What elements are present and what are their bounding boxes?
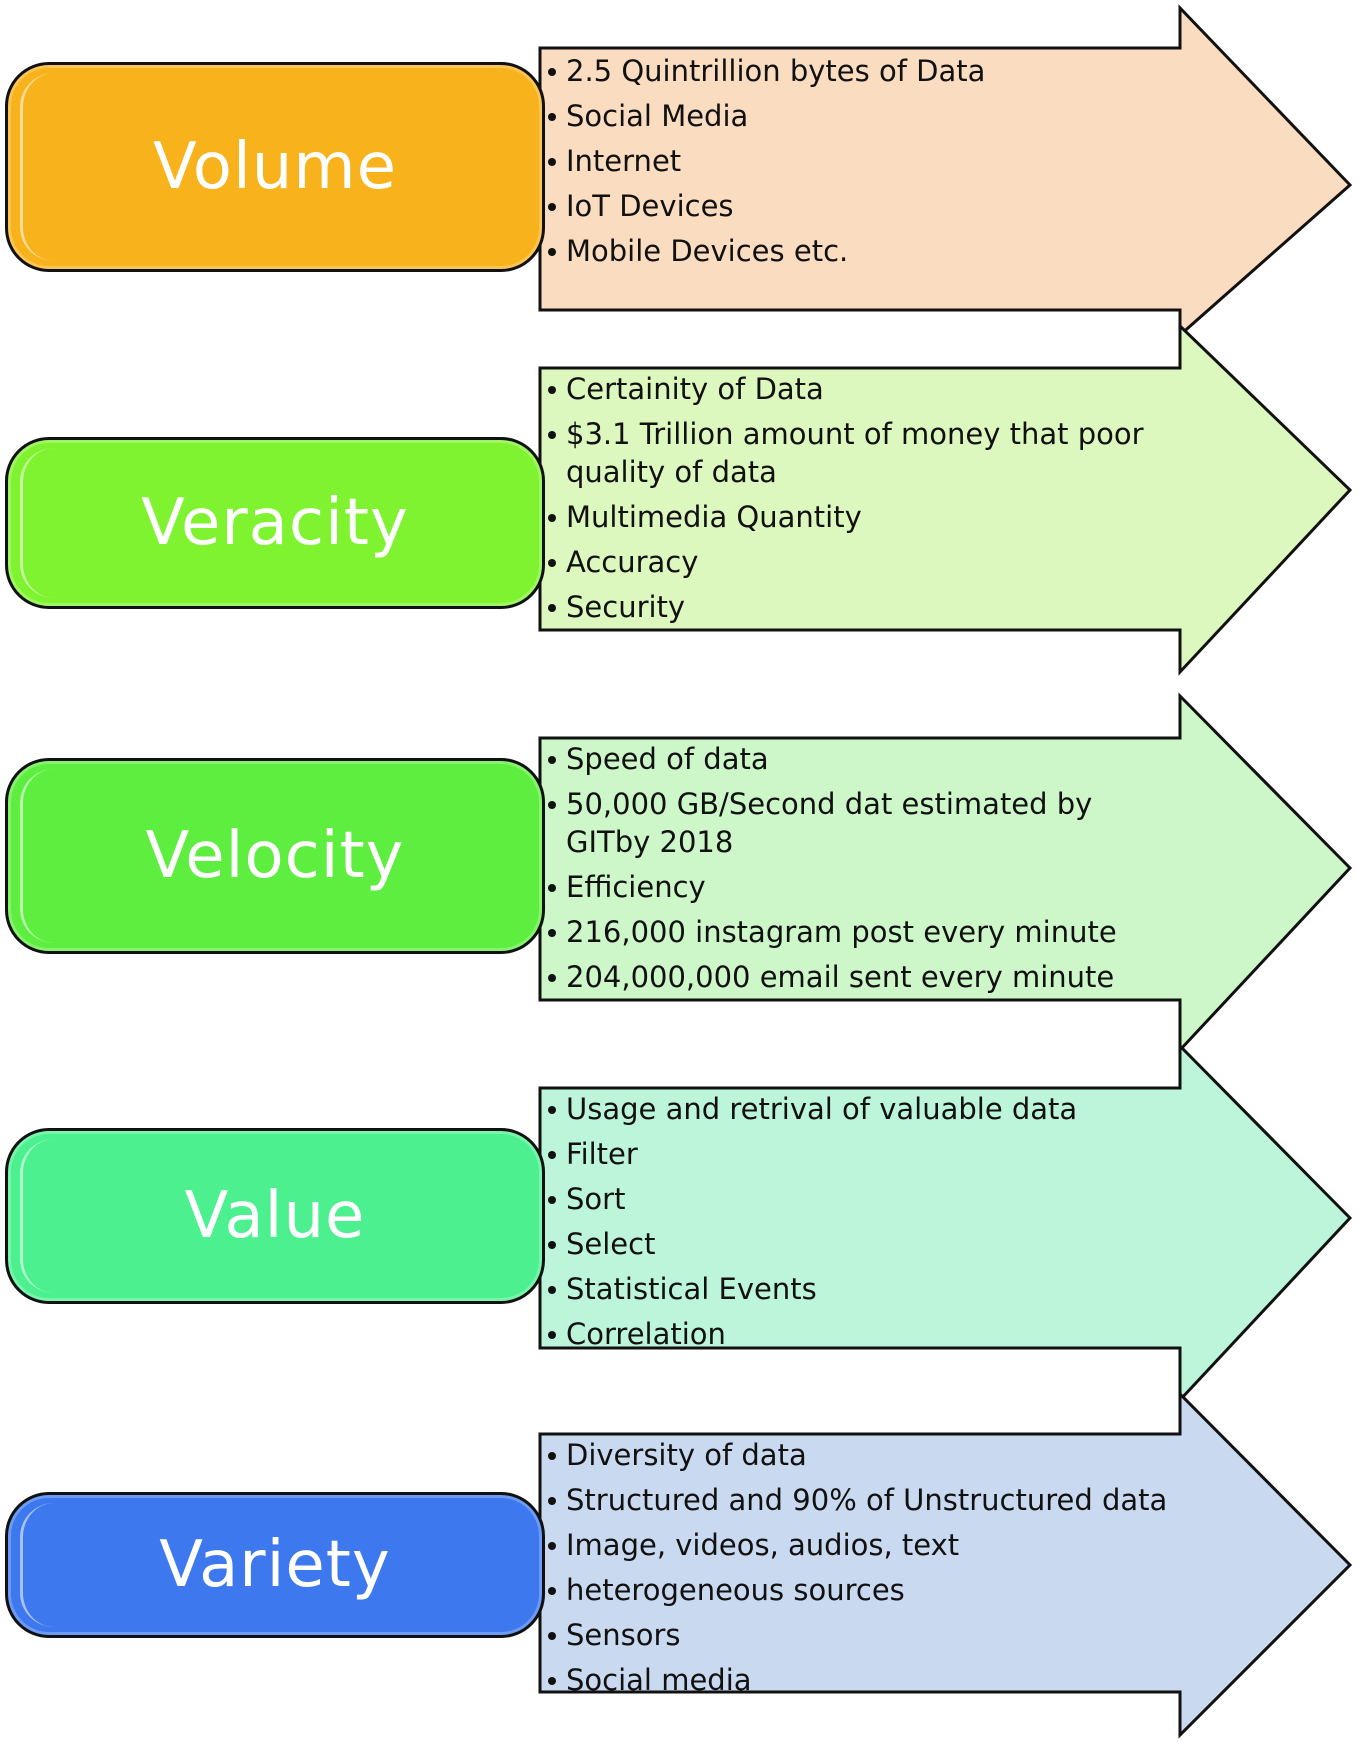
list-item: 2.5 Quintrillion bytes of Data (548, 52, 985, 90)
list-item: heterogeneous sources (548, 1571, 1167, 1609)
label-box-variety: Variety (5, 1492, 545, 1638)
list-item: Statistical Events (548, 1270, 1077, 1308)
list-item: Security (548, 588, 1148, 626)
arrow-veracity (538, 322, 1353, 676)
row-variety: Variety Diversity of data Structured and… (0, 1390, 1358, 1742)
list-item: Social media (548, 1661, 1167, 1699)
list-item: $3.1 Trillion amount of money that poor … (548, 415, 1148, 491)
list-item: IoT Devices (548, 187, 985, 225)
bullet-list-veracity: Certainity of Data $3.1 Trillion amount … (548, 370, 1148, 633)
list-item: Image, videos, audios, text (548, 1526, 1167, 1564)
bullet-list-volume: 2.5 Quintrillion bytes of Data Social Me… (548, 52, 985, 277)
list-item: Usage and retrival of valuable data (548, 1090, 1077, 1128)
row-volume: Volume 2.5 Quintrillion bytes of Data So… (0, 0, 1358, 340)
label-variety: Variety (159, 1528, 391, 1602)
list-item: Multimedia Quantity (548, 498, 1148, 536)
bullet-list-velocity: Speed of data 50,000 GB/Second dat estim… (548, 740, 1148, 1003)
list-item: Mobile Devices etc. (548, 232, 985, 270)
label-box-veracity: Veracity (5, 437, 545, 609)
list-item: Structured and 90% of Unstructured data (548, 1481, 1167, 1519)
list-item: Certainity of Data (548, 370, 1148, 408)
list-item: Select (548, 1225, 1077, 1263)
list-item: 204,000,000 email sent every minute (548, 958, 1148, 996)
list-item: Accuracy (548, 543, 1148, 581)
row-veracity: Veracity Certainity of Data $3.1 Trillio… (0, 320, 1358, 680)
list-item: Sensors (548, 1616, 1167, 1654)
row-value: Value Usage and retrival of valuable dat… (0, 1040, 1358, 1410)
arrow-volume (538, 4, 1353, 339)
label-volume: Volume (152, 130, 398, 204)
arrow-variety (538, 1390, 1353, 1739)
list-item: Speed of data (548, 740, 1148, 778)
bullet-list-variety: Diversity of data Structured and 90% of … (548, 1436, 1167, 1706)
label-box-volume: Volume (5, 62, 545, 272)
list-item: Social Media (548, 97, 985, 135)
label-veracity: Veracity (141, 486, 409, 560)
list-item: Efficiency (548, 868, 1148, 906)
list-item: Sort (548, 1180, 1077, 1218)
list-item: Correlation (548, 1315, 1077, 1353)
list-item: Diversity of data (548, 1436, 1167, 1474)
row-velocity: Velocity Speed of data 50,000 GB/Second … (0, 690, 1358, 1060)
label-value: Value (184, 1179, 366, 1253)
label-box-value: Value (5, 1128, 545, 1304)
list-item: 50,000 GB/Second dat estimated by GITby … (548, 785, 1148, 861)
arrow-velocity (538, 692, 1353, 1054)
label-box-velocity: Velocity (5, 758, 545, 954)
list-item: Internet (548, 142, 985, 180)
list-item: 216,000 instagram post every minute (548, 913, 1148, 951)
bullet-list-value: Usage and retrival of valuable data Filt… (548, 1090, 1077, 1360)
arrow-value (538, 1042, 1353, 1404)
label-velocity: Velocity (145, 819, 405, 893)
list-item: Filter (548, 1135, 1077, 1173)
